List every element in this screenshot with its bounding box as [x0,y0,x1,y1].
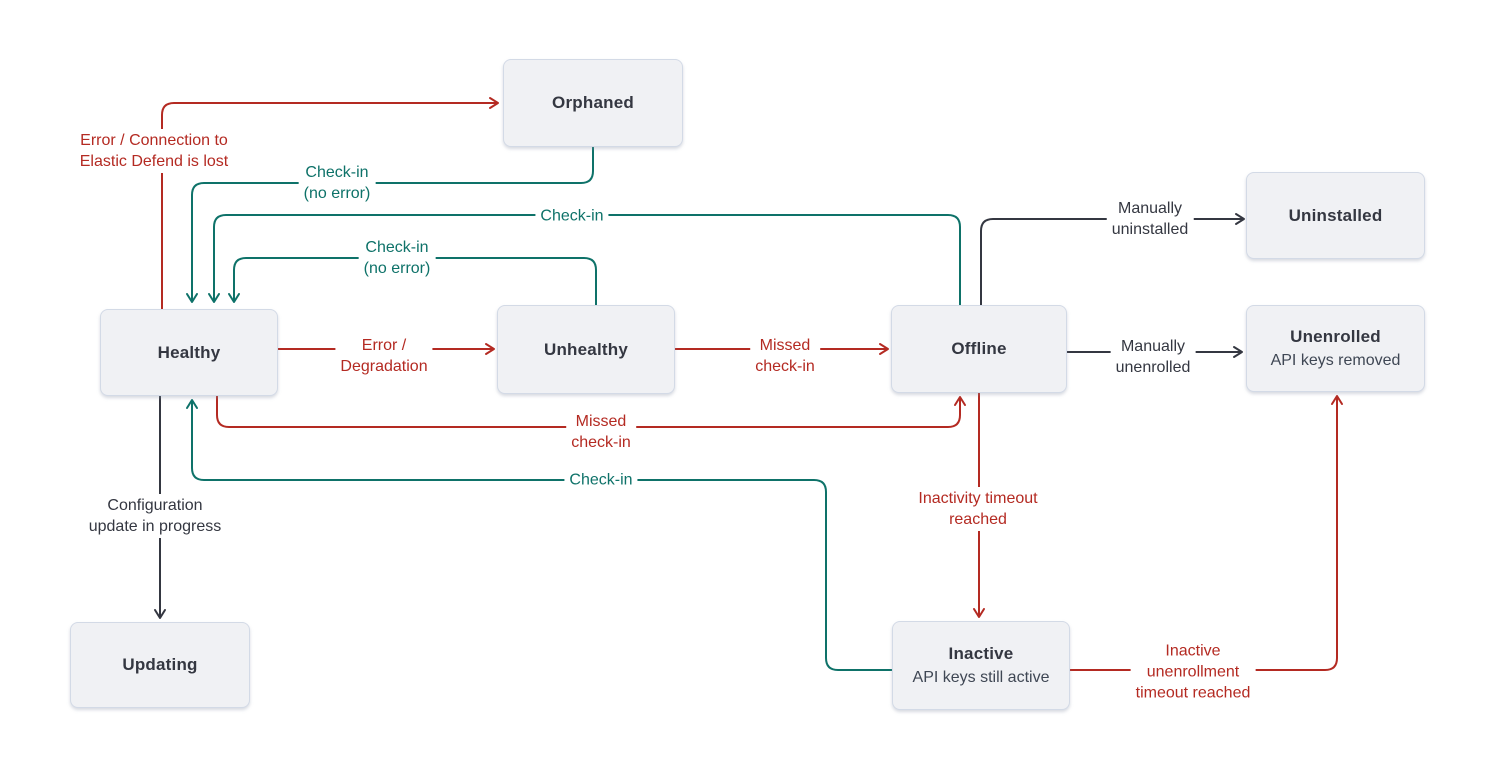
node-orphaned: Orphaned [503,59,683,147]
label-missed-checkin-healthy: Missed check-in [566,410,636,454]
label-configuration-update: Configuration update in progress [83,494,227,538]
edge-offline-to-uninstalled [980,213,1245,305]
label-line: Check-in [305,164,369,181]
node-uninstalled: Uninstalled [1246,172,1425,259]
label-inactive-unenrollment-timeout: Inactive unenrollment timeout reached [1130,639,1256,705]
edge-orphaned-to-healthy [186,147,594,303]
node-title: Uninstalled [1288,205,1383,225]
node-subtitle: API keys still active [912,669,1050,686]
node-title: Healthy [157,342,221,362]
label-line: Inactivity timeout [918,490,1038,507]
edge-inactive-to-healthy [186,399,892,671]
label-line: unenrollment [1146,663,1240,681]
node-offline: Offline [891,305,1067,393]
label-line: update in progress [88,518,222,535]
label-checkin-inactive: Check-in [564,468,638,492]
label-manually-uninstalled: Manually uninstalled [1106,197,1194,241]
label-line: Missed [575,413,627,430]
node-title: Orphaned [552,93,634,112]
node-healthy: Healthy [100,309,278,396]
edge-offline-to-healthy [208,214,961,305]
edge-healthy-to-orphaned [161,97,499,309]
label-line: Missed [759,337,811,354]
label-line: timeout reached [1135,684,1251,702]
label-line: check-in [755,358,815,375]
label-line: (no error) [303,185,371,202]
node-inactive: Inactive API keys still active [892,621,1070,710]
label-line: Inactive [1165,642,1221,660]
label-error-connection-lost: Error / Connection to Elastic Defend is … [74,129,234,173]
label-line: uninstalled [1111,221,1189,238]
label-line: Check-in [540,207,604,225]
label-line: reached [949,511,1007,528]
label-line: Manually [1117,200,1183,217]
label-line: Error / [361,337,407,354]
label-missed-checkin-unhealthy: Missed check-in [750,334,820,378]
label-line: Check-in [569,471,633,489]
label-line: Configuration [107,497,203,514]
label-checkin-no-error-unhealthy: Check-in (no error) [358,236,436,280]
node-title: Updating [122,655,198,674]
label-line: check-in [571,434,631,451]
node-title: Offline [951,339,1007,358]
label-line: Elastic Defend is lost [79,153,229,170]
node-title: Inactive [948,644,1014,663]
node-subtitle: API keys removed [1270,352,1401,369]
label-error-degradation: Error / Degradation [335,334,433,378]
label-line: Manually [1120,338,1186,355]
node-updating: Updating [70,622,250,708]
node-unhealthy: Unhealthy [497,305,675,394]
label-inactivity-timeout: Inactivity timeout reached [913,487,1043,531]
label-line: Degradation [340,358,428,375]
node-unenrolled: Unenrolled API keys removed [1246,305,1425,392]
label-line: Check-in [365,239,429,256]
label-line: (no error) [363,260,431,277]
node-title: Unenrolled [1290,327,1381,346]
node-title: Unhealthy [544,339,628,359]
label-line: unenrolled [1115,359,1191,376]
label-line: Error / Connection to [80,132,228,149]
edge-inactive-to-unenrolled [1070,395,1343,671]
label-checkin-no-error-orphaned: Check-in (no error) [298,161,376,205]
label-manually-unenrolled: Manually unenrolled [1110,335,1196,379]
label-checkin-offline: Check-in [535,204,609,228]
